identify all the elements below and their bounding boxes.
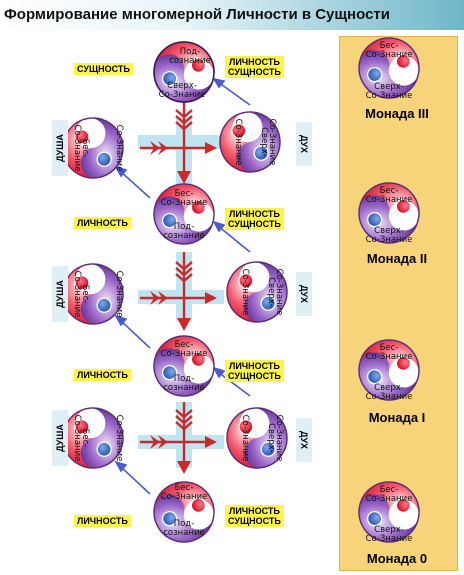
monad3-soznanie-top: Со-Знание (366, 50, 413, 60)
monad3-sverh: Сверх- (374, 82, 404, 92)
monad-name-3: Монада III (365, 106, 429, 121)
text-pod-1: Под- (180, 47, 201, 57)
label-suschnost-top: СУЩНОСТЬ (74, 63, 133, 75)
monad-name-1: Монада I (368, 410, 426, 425)
text-soznanie-cap-3: Со-Знание (161, 349, 208, 359)
monad1-bes: Бес- (380, 343, 399, 353)
label-row1-line2: СУЩНОСТЬ (228, 219, 281, 229)
label-dusha-row3-text: ДУША (55, 424, 65, 452)
monad-name-2: Монада II (366, 251, 428, 266)
left1-bes: Бес- (80, 139, 90, 158)
text-soznanie-1: сознание (169, 56, 210, 66)
text-pod-2: Под- (174, 222, 195, 232)
monad0-soznanie-top: Со-Знание (366, 494, 413, 504)
right2-soznanie-b: Со-Знание (274, 269, 284, 316)
monad-panel (339, 36, 458, 571)
label-duh-row2-text: ДУХ (299, 284, 309, 304)
monad0-bes: Бес- (380, 485, 399, 495)
label-lichnost-row2: ЛИЧНОСТЬ (74, 369, 131, 381)
chevron-stacks (175, 109, 193, 431)
label-dusha-row2-text: ДУША (55, 280, 65, 308)
text-bes-2: Бес- (175, 189, 194, 199)
left2-bes: Бес- (80, 285, 90, 304)
monad0-soznanie-bottom: Со-Знание (366, 534, 413, 544)
label-lichnost-row3: ЛИЧНОСТЬ (74, 515, 131, 527)
label-row2-line1: ЛИЧНОСТЬ (229, 361, 280, 371)
label-lichnost-row1: ЛИЧНОСТЬ (74, 217, 131, 229)
text-pod-3: Под- (174, 374, 195, 384)
left3-soznanie-b: Со-Знание (114, 415, 124, 462)
text-soznanie-3: сознание (163, 383, 204, 393)
monad2-soznanie-bottom: Со-Знание (366, 235, 413, 245)
label-row1-line1: ЛИЧНОСТЬ (229, 209, 280, 219)
label-lichnost-suschnost-row2: ЛИЧНОСТЬ СУЩНОСТЬ (225, 360, 284, 382)
monad3-bes: Бес- (380, 41, 399, 51)
text-bes-3: Бес- (175, 340, 194, 350)
horizontal-links (140, 141, 217, 449)
label-duh-row3-text: ДУХ (299, 430, 309, 450)
monad1-sverh: Сверх- (374, 383, 404, 393)
monad2-sverh: Сверх- (374, 226, 404, 236)
left2-soznanie: Со-Знание (72, 271, 82, 318)
label-duh-row2: ДУХ (296, 272, 312, 316)
left1-soznanie: Со-Знание (72, 125, 82, 172)
text-soznanie-4: сознание (163, 528, 204, 538)
monad-name-0: Монада 0 (366, 551, 428, 566)
label-row2-line2: СУЩНОСТЬ (228, 371, 281, 381)
blue-diagonal-arrows (114, 77, 251, 495)
left2-soznanie-b: Со-Знание (114, 271, 124, 318)
left3-bes: Бес- (80, 429, 90, 448)
label-row3-line2: СУЩНОСТЬ (228, 516, 281, 526)
right3-soznanie: Со-Знание (240, 415, 250, 462)
right2-soznanie: Со-Знание (240, 269, 250, 316)
monad1-soznanie-top: Со-Знание (366, 352, 413, 362)
right3-sverh: Сверх- (266, 423, 276, 453)
text-soznanie-cap-2: Со-Знание (161, 198, 208, 208)
label-lichnost-suschnost-row3: ЛИЧНОСТЬ СУЩНОСТЬ (225, 505, 284, 527)
label-duh-row1-text: ДУХ (299, 134, 309, 154)
label-duh-row3: ДУХ (296, 418, 312, 462)
vertical-arrowheads (177, 171, 191, 474)
right3-soznanie-b: Со-Знание (274, 415, 284, 462)
left3-soznanie: Со-Знание (72, 415, 82, 462)
monad2-soznanie-top: Со-Знание (366, 195, 413, 205)
label-lichnost-suschnost-top: ЛИЧНОСТЬ СУЩНОСТЬ (225, 56, 284, 78)
title-bar: Формирование многомерной Личности в Сущн… (0, 0, 464, 30)
right1-soznanie: Со-Знание (233, 119, 243, 166)
label-dusha-row1-text: ДУША (55, 134, 65, 162)
monad3-soznanie-bottom: Со-Знание (366, 91, 413, 101)
label-duh-row1: ДУХ (296, 122, 312, 166)
text-pod-4: Под- (174, 519, 195, 529)
right1-sverh: Сверх- (259, 127, 269, 157)
text-sverh-1: Сверх- (167, 81, 197, 91)
label-lichnost-top-line1: ЛИЧНОСТЬ (229, 57, 280, 67)
label-dusha-row1: ДУША (52, 120, 68, 176)
page-title: Формирование многомерной Личности в Сущн… (4, 6, 390, 23)
label-lichnost-suschnost-row1: ЛИЧНОСТЬ СУЩНОСТЬ (225, 208, 284, 230)
label-lichnost-top-line2: СУЩНОСТЬ (228, 67, 281, 77)
left1-soznanie-b: Со-Знание (114, 125, 124, 172)
monad0-sverh: Сверх- (374, 525, 404, 535)
right2-sverh: Сверх- (266, 277, 276, 307)
label-row3-line1: ЛИЧНОСТЬ (229, 506, 280, 516)
circle-top-center (148, 36, 220, 108)
monad2-bes: Бес- (380, 186, 399, 196)
text-bes-4: Бес- (175, 483, 194, 493)
text-soznanie-cap-4: Со-Знание (161, 492, 208, 502)
label-dusha-row3: ДУША (52, 410, 68, 466)
right1-soznanie-b: Со-Знание (267, 119, 277, 166)
monad1-soznanie-bottom: Со-Знание (366, 392, 413, 402)
text-soznanie-cap-1: Со-Знание (159, 90, 206, 100)
label-dusha-row2: ДУША (52, 266, 68, 322)
text-soznanie-2: сознание (163, 231, 204, 241)
